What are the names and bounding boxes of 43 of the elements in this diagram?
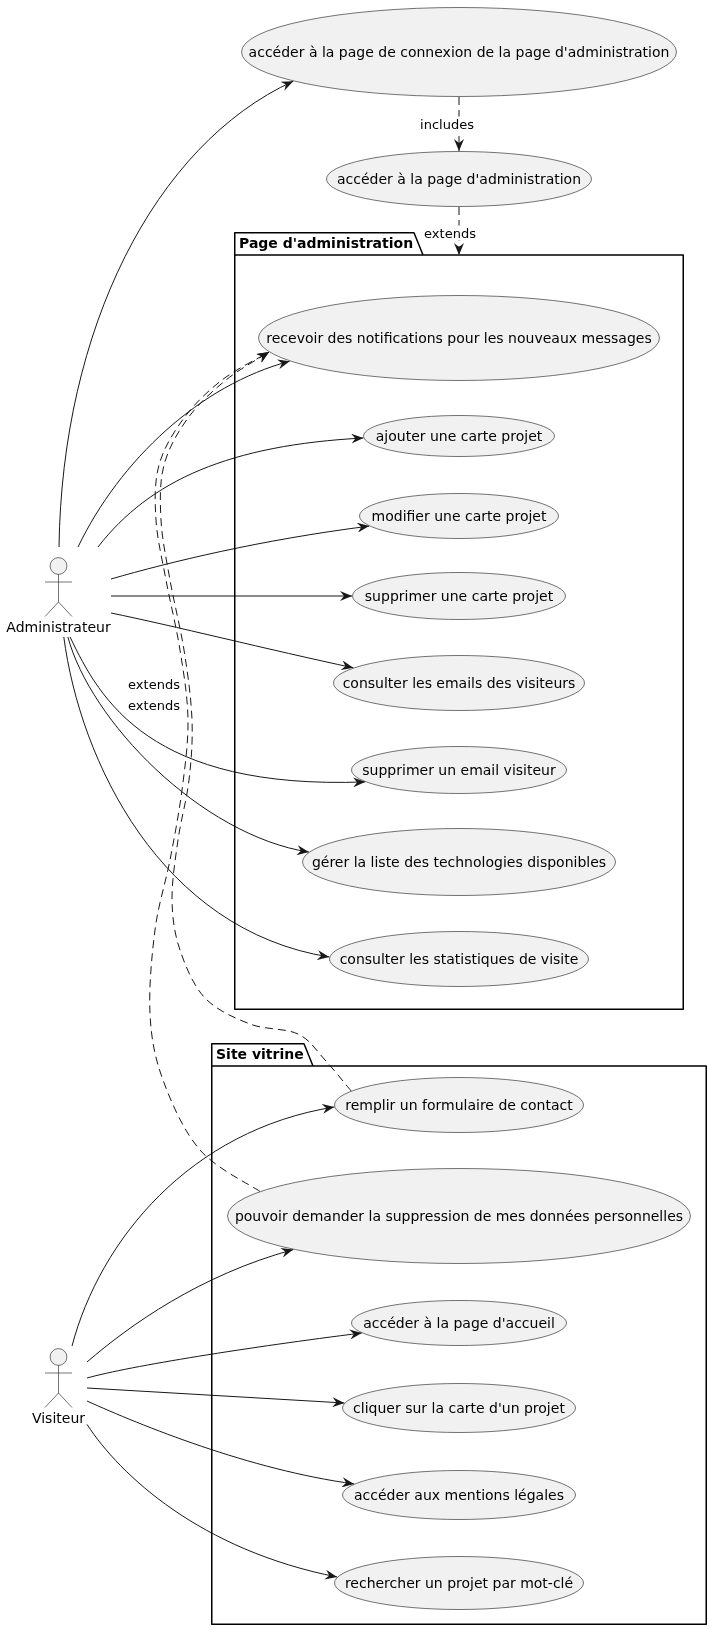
use-case-ellipse: accéder aux mentions légales <box>342 1470 576 1520</box>
arrow <box>69 636 366 787</box>
arrow <box>63 636 330 960</box>
dashed-arrow <box>159 351 352 1092</box>
use-case-ellipse: remplir un formulaire de contact <box>334 1077 584 1133</box>
arrow <box>77 360 291 548</box>
arrow <box>67 636 310 855</box>
package-title: Site vitrine <box>216 1046 304 1063</box>
arrow <box>97 433 364 548</box>
use-case-ellipse: accéder à la page de connexion de la page d'administration <box>241 7 677 97</box>
use-case-ellipse: supprimer un email visiteur <box>351 746 567 794</box>
use-case-ellipse: consulter les emails des visiteurs <box>333 655 585 711</box>
edge-label: extends <box>127 676 181 692</box>
arrow <box>110 591 353 601</box>
arrow <box>86 1248 294 1363</box>
package-title: Page d'administration <box>239 235 414 252</box>
use-case-ellipse: ajouter une carte projet <box>363 415 555 457</box>
edge-label: includes <box>419 116 475 132</box>
arrow <box>86 1387 345 1408</box>
use-case-ellipse: modifier une carte projet <box>359 493 559 539</box>
dashed-arrow <box>149 351 270 1192</box>
use-case-ellipse: accéder à la page d'administration <box>326 151 592 207</box>
actor-name: Visiteur <box>31 1410 86 1426</box>
use-case-ellipse: gérer la liste des technologies disponibles <box>302 828 616 896</box>
use-case-ellipse: cliquer sur la carte d'un projet <box>342 1383 576 1433</box>
use-case-ellipse: pouvoir demander la suppression de mes données personnelles <box>227 1168 691 1264</box>
package-frame <box>211 1043 707 1625</box>
edge-label: extends <box>127 697 181 713</box>
arrow <box>110 612 354 671</box>
arrow <box>86 1329 363 1379</box>
arrow <box>86 1423 338 1580</box>
actor-name: Administrateur <box>6 619 111 635</box>
use-case-ellipse: supprimer une carte projet <box>352 572 566 620</box>
arrow <box>86 1400 355 1487</box>
arrow <box>58 80 294 548</box>
use-case-ellipse: consulter les statistiques de visite <box>329 931 589 987</box>
use-case-ellipse: accéder à la page d'accueil <box>351 1300 567 1346</box>
arrow <box>71 1104 335 1347</box>
edge-label: extends <box>423 225 477 241</box>
use-case-ellipse: rechercher un projet par mot-clé <box>334 1556 584 1610</box>
use-case-ellipse: recevoir des notifications pour les nouveaux messages <box>258 295 660 381</box>
dashed-arrow <box>454 206 464 256</box>
arrow <box>110 522 370 580</box>
